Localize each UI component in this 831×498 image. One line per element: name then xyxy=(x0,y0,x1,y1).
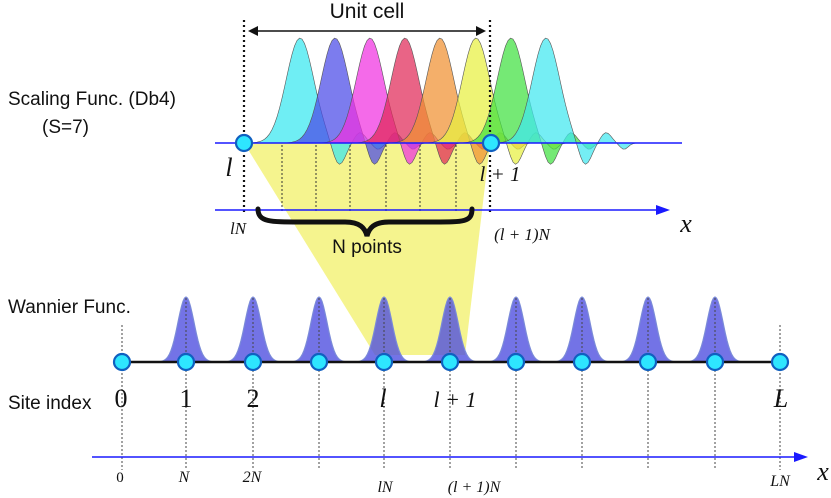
site-index-label: Site index xyxy=(8,393,92,414)
unit-cell-arrow-head-left xyxy=(248,26,258,36)
site-node xyxy=(638,352,658,372)
n-points-brace xyxy=(255,206,475,237)
wannier-peak xyxy=(617,296,679,363)
wannier-peak xyxy=(353,296,415,363)
unit-cell-label: Unit cell xyxy=(330,0,405,23)
site-node xyxy=(770,352,790,372)
lower-x-axis-label: x xyxy=(816,457,829,486)
site-node xyxy=(112,352,132,372)
upper-x-axis-label: x xyxy=(679,209,692,238)
upper-x-axis-arrow xyxy=(656,205,670,215)
wannier-peak xyxy=(684,296,746,363)
top-position-right: (l + 1)N xyxy=(494,225,552,244)
wannier-peak xyxy=(155,296,217,363)
site-label-0: 0 xyxy=(115,384,128,413)
wannier-peak xyxy=(288,296,350,363)
site-label-2: 2 xyxy=(247,384,260,413)
wannier-peak xyxy=(222,296,284,363)
n-points-label: N points xyxy=(332,237,402,258)
lower-grid-lines xyxy=(121,298,781,470)
site-node xyxy=(309,352,329,372)
top-site-label-right: l + 1 xyxy=(479,162,520,186)
funnel-highlight xyxy=(244,143,490,355)
site-node xyxy=(176,352,196,372)
position-label-N: N xyxy=(178,469,191,486)
site-nodes xyxy=(112,352,790,372)
wannier-functions xyxy=(155,296,746,363)
wannier-func-label: Wannier Func. xyxy=(8,297,131,318)
wannier-peak xyxy=(551,296,613,363)
site-node xyxy=(572,352,592,372)
site-node xyxy=(440,352,460,372)
site-label-l-plus-1: l + 1 xyxy=(434,387,477,412)
position-label-l-plus-1-N: (l + 1)N xyxy=(448,479,502,496)
unit-cell-arrow-head-right xyxy=(476,26,486,36)
lower-x-axis-arrow xyxy=(794,452,808,462)
scaling-func-label: Scaling Func. (Db4) xyxy=(8,89,176,110)
scaling-s-label: (S=7) xyxy=(42,117,89,138)
position-label-0: 0 xyxy=(116,470,124,486)
site-node xyxy=(243,352,263,372)
site-label-l: l xyxy=(379,384,386,413)
position-label-LN: LN xyxy=(769,473,791,490)
site-node xyxy=(506,352,526,372)
site-label-1: 1 xyxy=(180,384,193,413)
wannier-peak xyxy=(485,296,547,363)
wannier-peak xyxy=(419,296,481,363)
top-site-node-left xyxy=(234,133,254,153)
position-label-2N: 2N xyxy=(243,469,263,486)
top-site-label-left: l xyxy=(225,153,232,182)
cell-grid-lines xyxy=(281,145,457,212)
site-label-L: L xyxy=(773,384,788,413)
site-node xyxy=(705,352,725,372)
top-site-node-right xyxy=(481,133,501,153)
position-label-lN: lN xyxy=(377,479,393,496)
site-node xyxy=(374,352,394,372)
scaling-function-curve xyxy=(497,37,648,165)
top-position-left: lN xyxy=(230,219,248,238)
scaling-functions xyxy=(251,37,648,165)
